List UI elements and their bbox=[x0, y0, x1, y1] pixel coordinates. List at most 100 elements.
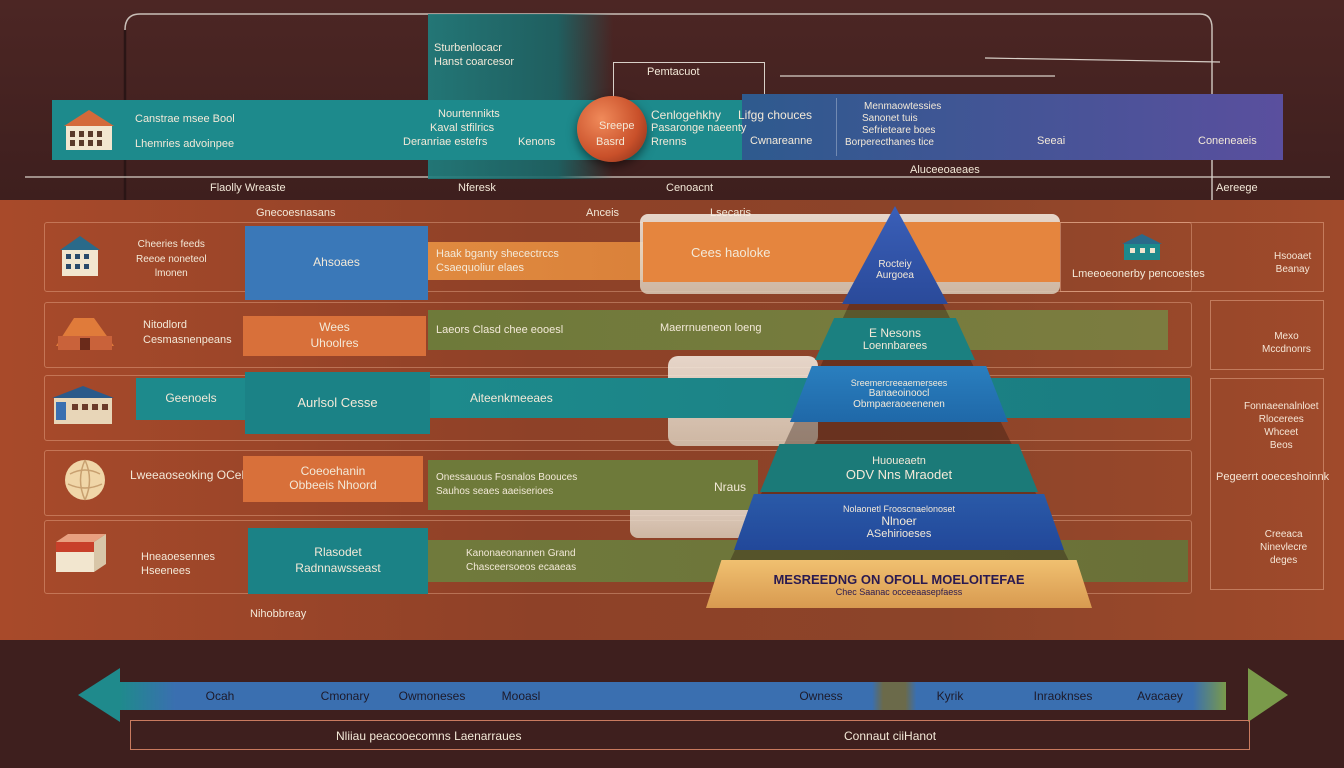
purple-line2: Sanonet tuis bbox=[862, 113, 918, 124]
orb-line2: Basrd bbox=[596, 136, 625, 148]
row-frame-1 bbox=[44, 302, 1192, 368]
row0-box: Ahsoaes bbox=[245, 226, 428, 300]
tier5-line2: Chec Saanac occeeaasepfaess bbox=[835, 586, 963, 597]
orb-line1: Sreepe bbox=[599, 120, 635, 132]
tier4-line1: Nolaonetl Frooscnaelonoset bbox=[842, 504, 956, 514]
mid-a-line1: Nourtennikts bbox=[438, 108, 500, 120]
row0-right: Hsooaet Beanay bbox=[1274, 251, 1312, 275]
mid-b-line1: Cenlogehkhy bbox=[651, 108, 722, 122]
row3-bar2: Nraus bbox=[714, 480, 747, 494]
under-label-2: Cenoacnt bbox=[666, 182, 714, 194]
small-house-icon bbox=[1120, 232, 1164, 262]
mid-a-line3: Deranriae estefrs bbox=[403, 136, 488, 148]
row-frame-3 bbox=[44, 450, 1192, 516]
row1-bar1: Laeors Clasd chee eooesl bbox=[428, 310, 1168, 350]
timeline-seg-0: Ocah bbox=[205, 689, 235, 703]
row3-bar1: Onessauous Fosnalos Boouces Sauhos seaes… bbox=[428, 460, 758, 510]
timeline-bottom-box bbox=[130, 720, 1250, 750]
under-label-1: Nferesk bbox=[458, 182, 496, 194]
tier0-line2: Aurgoea bbox=[876, 270, 914, 281]
tier3-line2: ODV Nns Mraodet bbox=[845, 466, 953, 482]
under-label-0: Flaolly Wreaste bbox=[210, 182, 286, 194]
row1-box: Wees Uhoolres bbox=[243, 316, 426, 356]
timeline-bottom-right: Connaut ciiHanot bbox=[844, 729, 937, 743]
row1-right: Mexo Mccdnonrs bbox=[1262, 331, 1311, 355]
tier1-line2: Loennbarees bbox=[862, 340, 928, 352]
bracket-label: Pemtacuot bbox=[647, 66, 700, 78]
tent-icon bbox=[54, 312, 114, 350]
row-frame-2 bbox=[44, 375, 1192, 441]
kenons-label: Kenons bbox=[518, 136, 556, 148]
row0-right-inner: Lmeeoeonerby pencoestes bbox=[1072, 268, 1205, 280]
pyramid-tier-1: E Nesons Loennbarees bbox=[815, 318, 975, 360]
row2-box: Aurlsol Cesse bbox=[245, 372, 430, 434]
pyramid-tier-2: Sreemercreeaemersees Banaeoinoocl Obmpae… bbox=[790, 366, 1008, 422]
under-label-3: Aluceeoaeaes bbox=[910, 164, 980, 176]
tier5-line1: MESREEDNG ON OFOLL MOELOITEFAE bbox=[773, 571, 1025, 587]
footer-left: Nihobbreay bbox=[250, 608, 307, 620]
tier2-line3: Obmpaeraoeenenen bbox=[853, 399, 945, 410]
tier2-line2: Banaeoinoocl bbox=[868, 388, 930, 399]
row4-box: Rlasodet Radnnawsseast bbox=[248, 528, 428, 594]
building-icon bbox=[60, 106, 114, 150]
row0-left: Cheeries feeds Reeoe noneteol lmonen bbox=[136, 239, 207, 279]
row2-left: Geenoels bbox=[136, 378, 246, 420]
cwnareane-label: Cwnareanne bbox=[750, 135, 813, 147]
timeline-seg-4: Owness bbox=[799, 689, 843, 703]
globe-icon bbox=[62, 458, 106, 501]
top-label-b: Hanst coarcesor bbox=[434, 56, 515, 68]
row0-bar2: Cees haoloke bbox=[643, 222, 1060, 282]
tier1-line1: E Nesons bbox=[868, 326, 922, 340]
top-strip-purple bbox=[742, 94, 1283, 160]
row3-box: Coeoehanin Obbeeis Nhoord bbox=[243, 456, 423, 502]
row4-left: Hneaoesennes Hseenees bbox=[141, 551, 216, 578]
right-frame-3 bbox=[1210, 378, 1324, 590]
row3-right: Pegeerrt ooeceshoinnk bbox=[1216, 471, 1330, 483]
timeline-seg-5: Kyrik bbox=[936, 689, 964, 703]
timeline-track bbox=[120, 682, 1226, 710]
right-frame-2 bbox=[1210, 300, 1324, 370]
mid-a-line2: Kaval stfilrics bbox=[430, 122, 495, 134]
timeline-bottom-left: Nliiau peacooecomns Laenarraues bbox=[336, 729, 522, 743]
mid-b-line2: Pasaronge naeenty bbox=[651, 122, 747, 134]
row4-right: Creeaca Ninevlecre deges bbox=[1260, 529, 1308, 566]
top-bracket bbox=[613, 62, 765, 97]
row0-heading-0: Gnecoesnasans bbox=[256, 207, 336, 219]
tier3-line1: Huoueaetn bbox=[872, 454, 926, 467]
lifg-label: Lifgg chouces bbox=[738, 108, 813, 122]
tier0-line1: Rocteiy bbox=[878, 259, 912, 270]
tier2-line1: Sreemercreeaemersees bbox=[850, 378, 948, 388]
purple-line3: Sefrieteare boes bbox=[862, 125, 936, 136]
under-label-4: Aereege bbox=[1216, 182, 1258, 194]
right-frame bbox=[1060, 222, 1324, 292]
purple-divider bbox=[836, 98, 837, 156]
tier4-line2: Nlnoer bbox=[881, 514, 917, 528]
top-label-a: Sturbenlocacr bbox=[434, 42, 502, 54]
row1-left: Nitodlord Cesmasnenpeans bbox=[143, 319, 232, 347]
pyramid-tier-4: Nolaonetl Frooscnaelonoset Nlnoer ASehir… bbox=[734, 494, 1064, 550]
tier4-line3: ASehirioeses bbox=[866, 528, 932, 540]
row-frame-4 bbox=[44, 520, 1192, 594]
warehouse-icon bbox=[50, 384, 114, 424]
purple-line4: Borperecthanes tice bbox=[845, 137, 934, 148]
timeline-seg-2: Owmoneses bbox=[398, 689, 466, 703]
purple-line1: Menmaowtessies bbox=[864, 101, 942, 112]
row1-bar2: Maerrnueneon loeng bbox=[660, 322, 762, 334]
house-icon bbox=[56, 234, 100, 276]
pyramid-tier-3: Huoueaetn ODV Nns Mraodet bbox=[760, 444, 1038, 492]
row2-right: Fonnaeenalnloet Rlocerees Whceet Beos bbox=[1244, 401, 1319, 451]
row-frame-0 bbox=[44, 222, 1192, 292]
box-icon bbox=[54, 532, 106, 572]
orb bbox=[577, 96, 647, 162]
timeline-seg-7: Avacaey bbox=[1137, 689, 1183, 703]
timeline-seg-6: Inraoknses bbox=[1033, 689, 1093, 703]
timeline-arrow bbox=[78, 668, 1288, 722]
row0-heading-1: Anceis bbox=[586, 207, 620, 219]
row3-left: Lweeaoseoking OCeF bbox=[130, 468, 249, 482]
seeai-label: Seeai bbox=[1037, 135, 1066, 147]
timeline-seg-1: Cmonary bbox=[320, 689, 370, 703]
mid-b-line3: Rrenns bbox=[651, 136, 687, 148]
pyramid-tier-5: MESREEDNG ON OFOLL MOELOITEFAE Chec Saan… bbox=[706, 560, 1092, 608]
left-box-line1: Canstrae msee Bool bbox=[135, 113, 235, 125]
timeline-seg-3: Mooasl bbox=[501, 689, 541, 703]
